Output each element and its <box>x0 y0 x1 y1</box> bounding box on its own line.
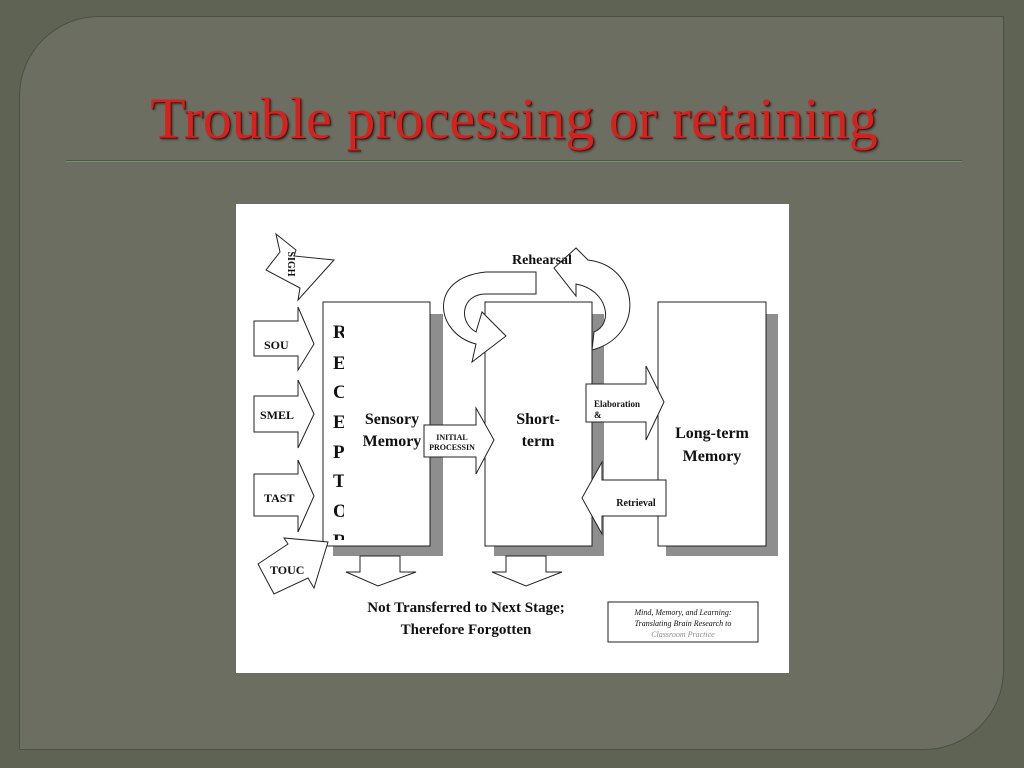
title-divider <box>66 160 962 161</box>
initial-processing-label-1: INITIAL <box>436 433 468 442</box>
taste-arrow <box>253 459 315 533</box>
slide-title: Trouble processing or retaining <box>150 86 878 151</box>
sound-arrow <box>253 306 315 372</box>
sense-taste: TAST <box>264 491 294 505</box>
elaboration-label-1: Elaboration <box>594 399 640 409</box>
retrieval-label: Retrieval <box>616 498 656 509</box>
memory-model-diagram: Rehearsal SIGH SOU SMEL TAST TOUC R E C … <box>236 204 789 673</box>
sensory-memory-box <box>322 301 431 547</box>
receptor-letter-o: O <box>333 501 348 522</box>
sense-sound: SOU <box>264 338 289 352</box>
rehearsal-loop-arrow-right <box>553 247 631 351</box>
sense-sight: SIGH <box>285 251 296 276</box>
rehearsal-loop-arrow-left <box>443 271 537 364</box>
sight-arrow <box>265 232 336 302</box>
initial-processing-arrow <box>423 406 495 475</box>
receptor-letter-r: R <box>333 322 347 343</box>
elaboration-label-2: & <box>594 410 602 420</box>
sensory-memory-label-1: Sensory <box>365 411 419 428</box>
long-term-label-2: Memory <box>683 448 742 465</box>
touch-arrow <box>257 537 329 595</box>
receptor-letter-c: C <box>333 382 347 403</box>
elaboration-arrow <box>585 365 665 441</box>
receptor-letter-p: P <box>333 442 345 463</box>
memory-model-svg: Rehearsal SIGH SOU SMEL TAST TOUC R E C … <box>253 232 778 643</box>
citation-line-2: Translating Brain Research to <box>635 619 732 628</box>
receptor-letter-r2: R <box>333 531 347 552</box>
forgotten-arrow-sensory <box>345 555 417 587</box>
receptor-letter-e2: E <box>333 412 346 433</box>
sense-smell: SMEL <box>260 408 294 422</box>
sense-touch: TOUC <box>270 563 304 577</box>
receptor-letter-e: E <box>333 353 346 374</box>
receptor-letter-t: T <box>333 471 346 492</box>
citation-line-1: Mind, Memory, and Learning: <box>633 608 731 617</box>
citation-line-3: Classroom Practice <box>651 630 715 639</box>
initial-processing-label-2: PROCESSIN <box>429 443 475 452</box>
forgotten-label-2: Therefore Forgotten <box>401 622 532 638</box>
long-term-label-1: Long-term <box>675 425 749 442</box>
forgotten-label-1: Not Transferred to Next Stage; <box>367 600 564 616</box>
forgotten-arrow-short-term <box>491 555 563 587</box>
long-term-box <box>657 301 767 547</box>
short-term-box <box>484 301 593 547</box>
smell-arrow <box>253 379 315 449</box>
short-term-label-1: Short- <box>516 411 560 428</box>
rehearsal-label: Rehearsal <box>512 253 572 268</box>
retrieval-arrow <box>581 460 667 536</box>
sensory-memory-label-2: Memory <box>363 433 422 450</box>
short-term-label-2: term <box>522 433 556 450</box>
citation-box <box>607 601 759 643</box>
